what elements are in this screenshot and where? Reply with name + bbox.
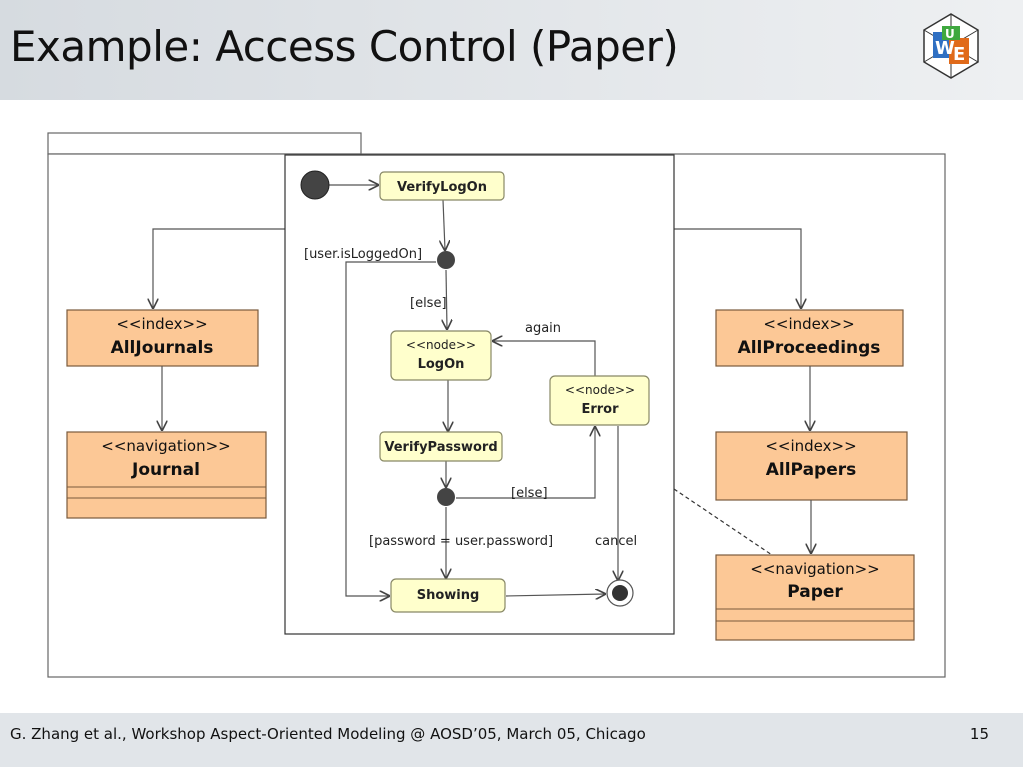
allproceedings-stereotype: <<index>> xyxy=(763,315,854,333)
class-allproceedings: <<index>> AllProceedings xyxy=(715,309,904,367)
alljournals-name: AllJournals xyxy=(111,338,214,358)
footer-citation: G. Zhang et al., Workshop Aspect-Oriente… xyxy=(10,725,646,743)
allproceedings-name: AllProceedings xyxy=(738,338,881,358)
slide-header: Example: Access Control (Paper) W E U xyxy=(0,0,1023,100)
guard-password-ok: [password = user.password] xyxy=(369,534,553,549)
uwe-logo-icon: W E U xyxy=(923,13,979,79)
allpapers-name: AllPapers xyxy=(766,460,857,480)
final-node xyxy=(606,579,634,607)
guard-else-1: [else] xyxy=(410,296,447,311)
svg-text:E: E xyxy=(953,44,965,65)
activity-edges xyxy=(329,185,618,596)
alljournals-stereotype: <<index>> xyxy=(116,315,207,333)
action-showing: Showing xyxy=(390,578,506,613)
action-error: <<node>> Error xyxy=(549,375,650,426)
guard-logged-on: [user.isLoggedOn] xyxy=(304,247,422,262)
paper-name: Paper xyxy=(787,582,843,602)
class-links xyxy=(153,228,811,556)
class-alljournals: <<index>> AllJournals xyxy=(66,309,259,367)
class-journal: <<navigation>> Journal xyxy=(66,431,267,519)
action-verify-logon: VerifyLogOn xyxy=(379,171,505,201)
class-paper: <<navigation>> Paper xyxy=(715,554,915,641)
label-again: again xyxy=(525,321,561,336)
svg-text:LogOn: LogOn xyxy=(418,357,465,372)
svg-text:U: U xyxy=(945,27,955,41)
page-number: 15 xyxy=(969,725,989,743)
svg-text:<<node>>: <<node>> xyxy=(565,383,635,397)
decision-node-password xyxy=(437,488,455,506)
journal-name: Journal xyxy=(131,460,200,480)
allpapers-stereotype: <<index>> xyxy=(765,437,856,455)
decision-node-logged-on xyxy=(437,251,455,269)
svg-text:VerifyPassword: VerifyPassword xyxy=(384,440,497,455)
initial-node xyxy=(300,170,330,200)
svg-text:Error: Error xyxy=(581,402,619,417)
label-cancel: cancel xyxy=(595,534,637,549)
svg-text:VerifyLogOn: VerifyLogOn xyxy=(397,180,487,195)
class-allpapers: <<index>> AllPapers xyxy=(715,431,908,501)
action-logon: <<node>> LogOn xyxy=(390,330,492,381)
guard-else-2: [else] xyxy=(511,486,548,501)
slide-title: Example: Access Control (Paper) xyxy=(10,22,679,71)
slide-footer: G. Zhang et al., Workshop Aspect-Oriente… xyxy=(0,713,1023,767)
svg-text:W: W xyxy=(935,38,955,59)
svg-text:<<node>>: <<node>> xyxy=(406,338,476,352)
action-verify-password: VerifyPassword xyxy=(379,431,503,462)
svg-text:Showing: Showing xyxy=(417,588,480,603)
journal-stereotype: <<navigation>> xyxy=(101,437,230,455)
paper-stereotype: <<navigation>> xyxy=(750,560,879,578)
